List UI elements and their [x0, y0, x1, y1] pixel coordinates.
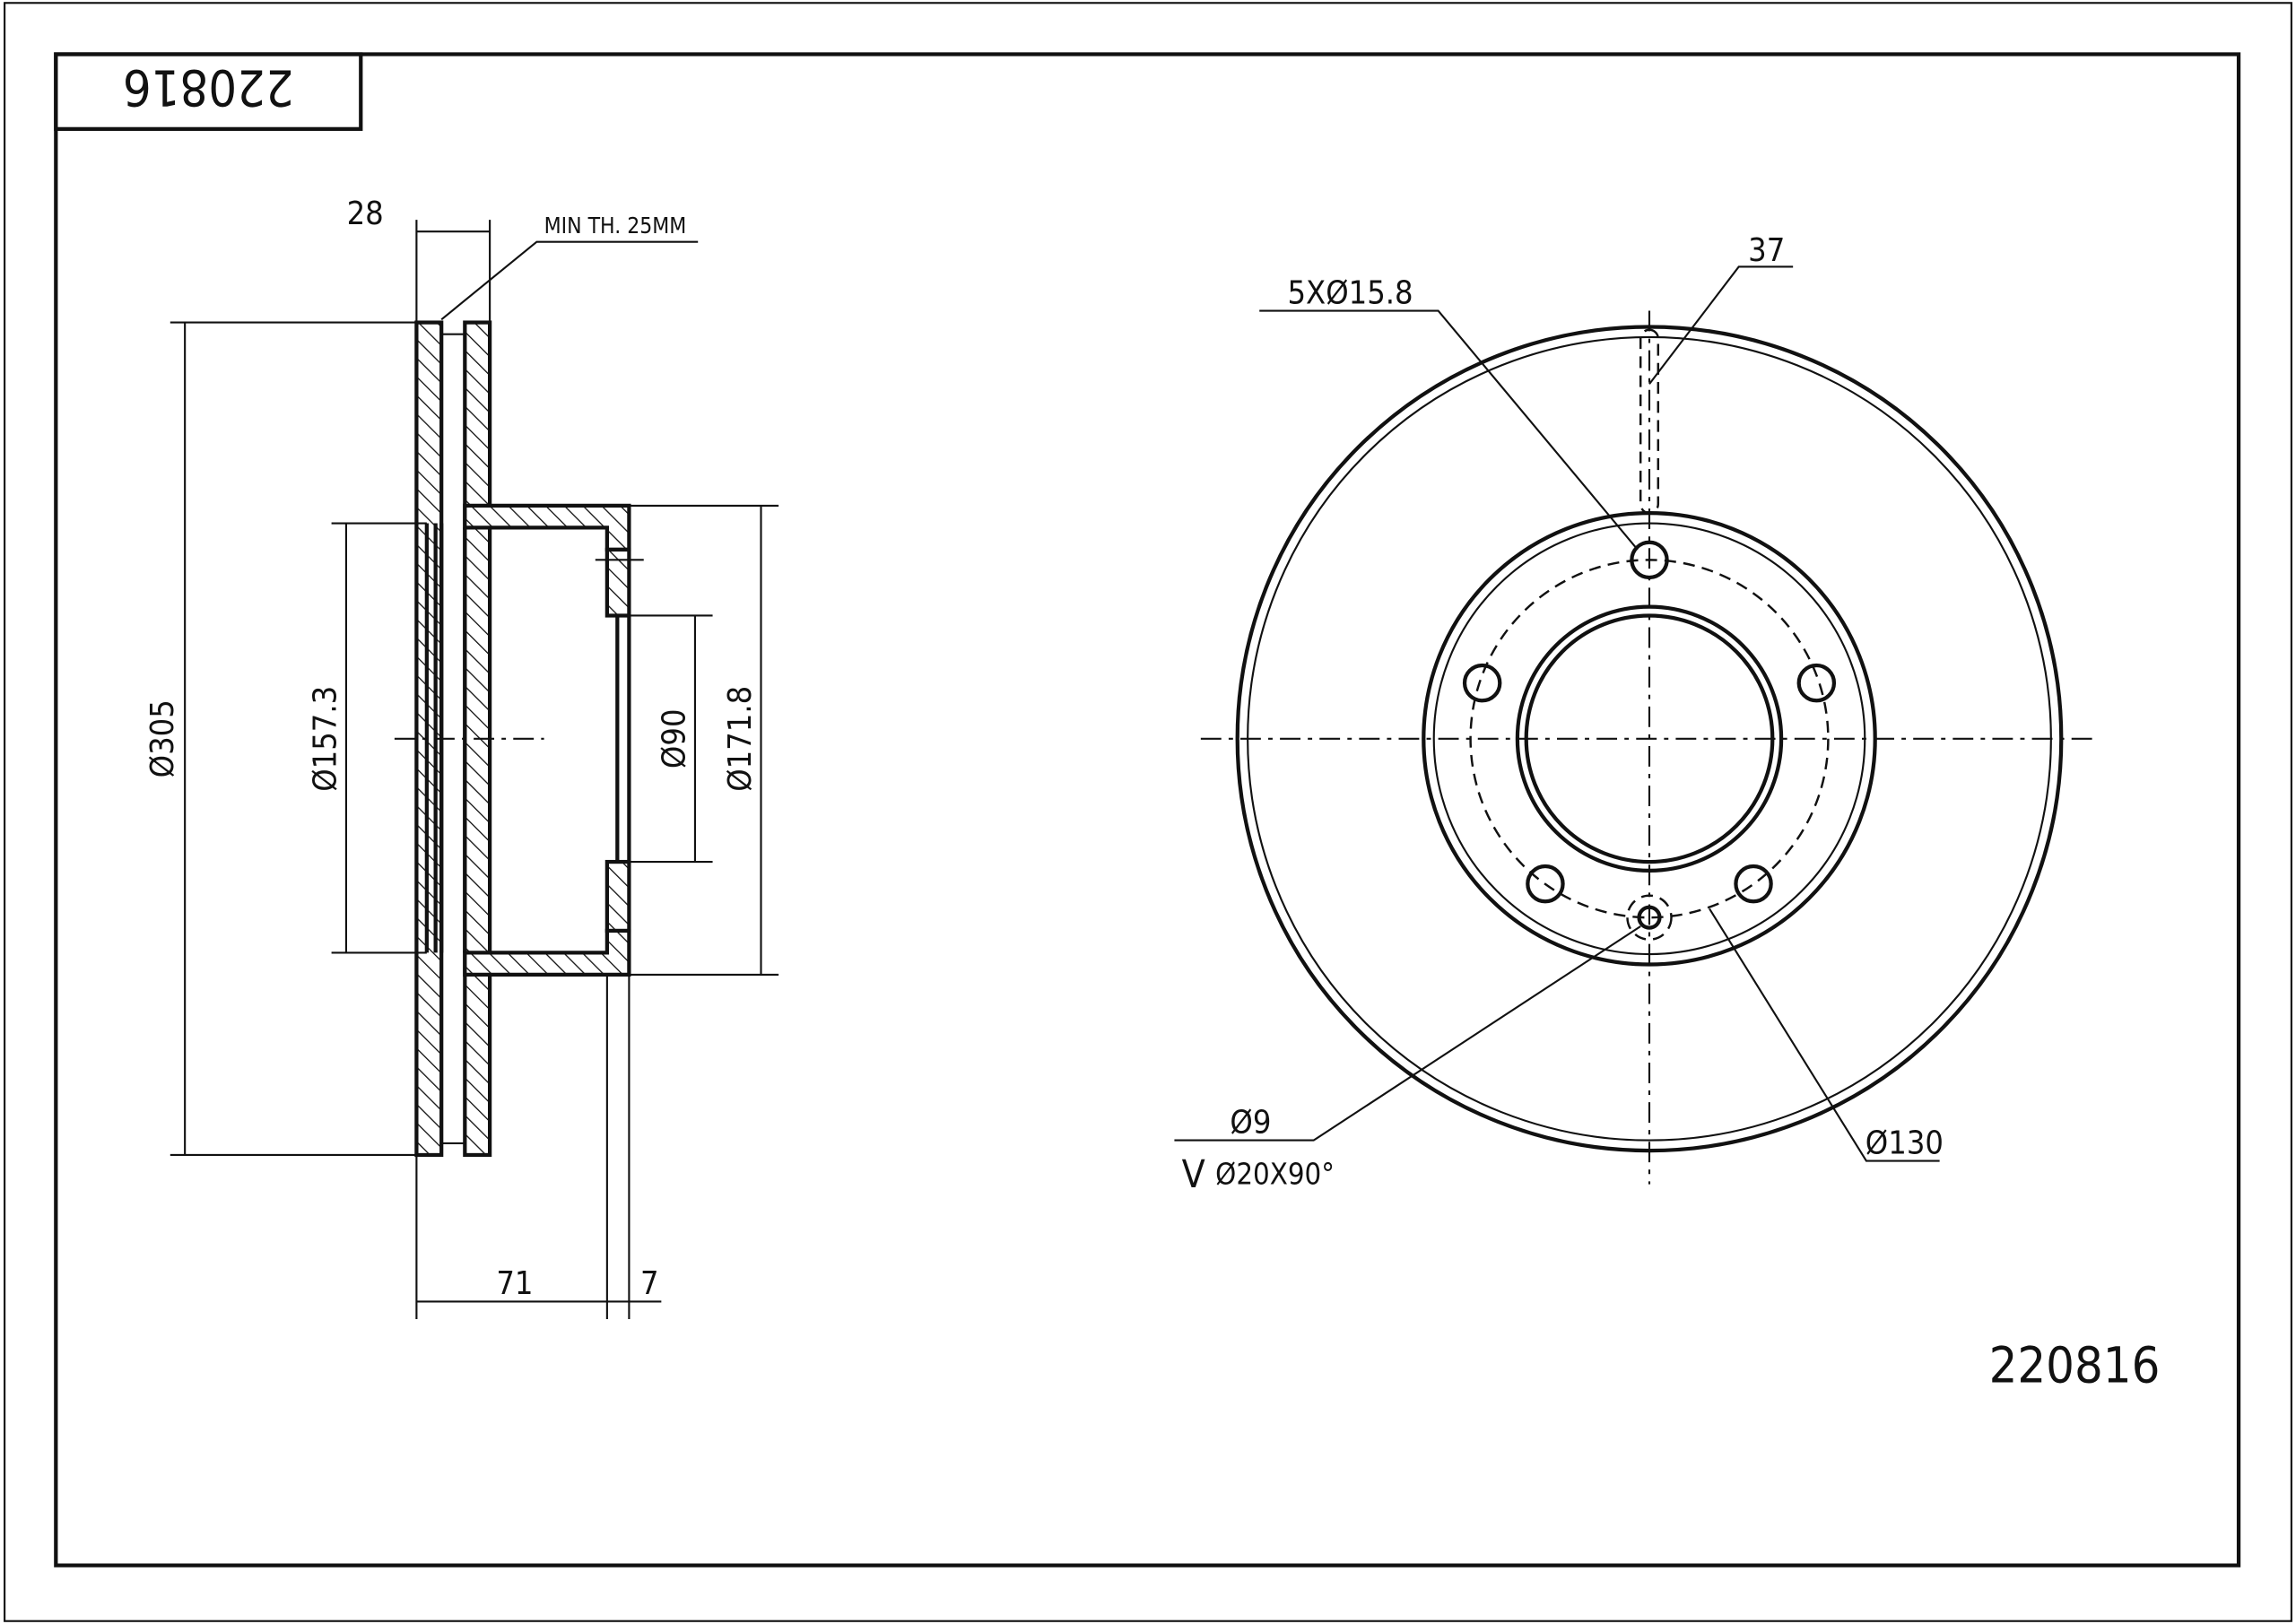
outer-diameter-dim: Ø305	[144, 699, 181, 777]
slot-dim: 37	[1748, 232, 1785, 269]
countersink-symbol: V	[1182, 1153, 1205, 1197]
title-box	[54, 52, 363, 131]
min-thickness-note: MIN TH. 25MM	[544, 213, 687, 239]
small-hole-label: Ø9	[1230, 1104, 1271, 1141]
bolt-hole	[1462, 663, 1502, 703]
offset-dim: 7	[640, 1265, 659, 1302]
inner-diameter-dim: Ø157.3	[307, 686, 344, 792]
outer-border	[4, 2, 2292, 1622]
thickness-dim: 28	[347, 195, 384, 232]
countersink-label: Ø20X90°	[1215, 1158, 1335, 1192]
title-part-number: 220816	[123, 57, 294, 116]
bolt-hole	[1796, 663, 1837, 703]
section-view: 28 MIN TH. 25MM Ø305 Ø157.3 Ø90 Ø171.8 7…	[144, 195, 779, 1320]
center-bore-dim: Ø90	[657, 708, 693, 769]
bolt-hole	[1734, 864, 1773, 904]
height-dim: 71	[496, 1265, 533, 1302]
pitch-circle-label: Ø130	[1866, 1125, 1944, 1161]
bolt-holes-label: 5XØ15.8	[1287, 274, 1413, 311]
hub-wall-bottom	[604, 859, 631, 934]
bolt-hole	[1526, 864, 1565, 904]
part-number: 220816	[1989, 1336, 2161, 1394]
front-view: 5XØ15.8 37 Ø9 V Ø20X90° Ø130	[1174, 232, 2099, 1197]
hub-diameter-dim: Ø171.8	[722, 686, 759, 792]
drawing-frame	[54, 52, 2241, 1568]
